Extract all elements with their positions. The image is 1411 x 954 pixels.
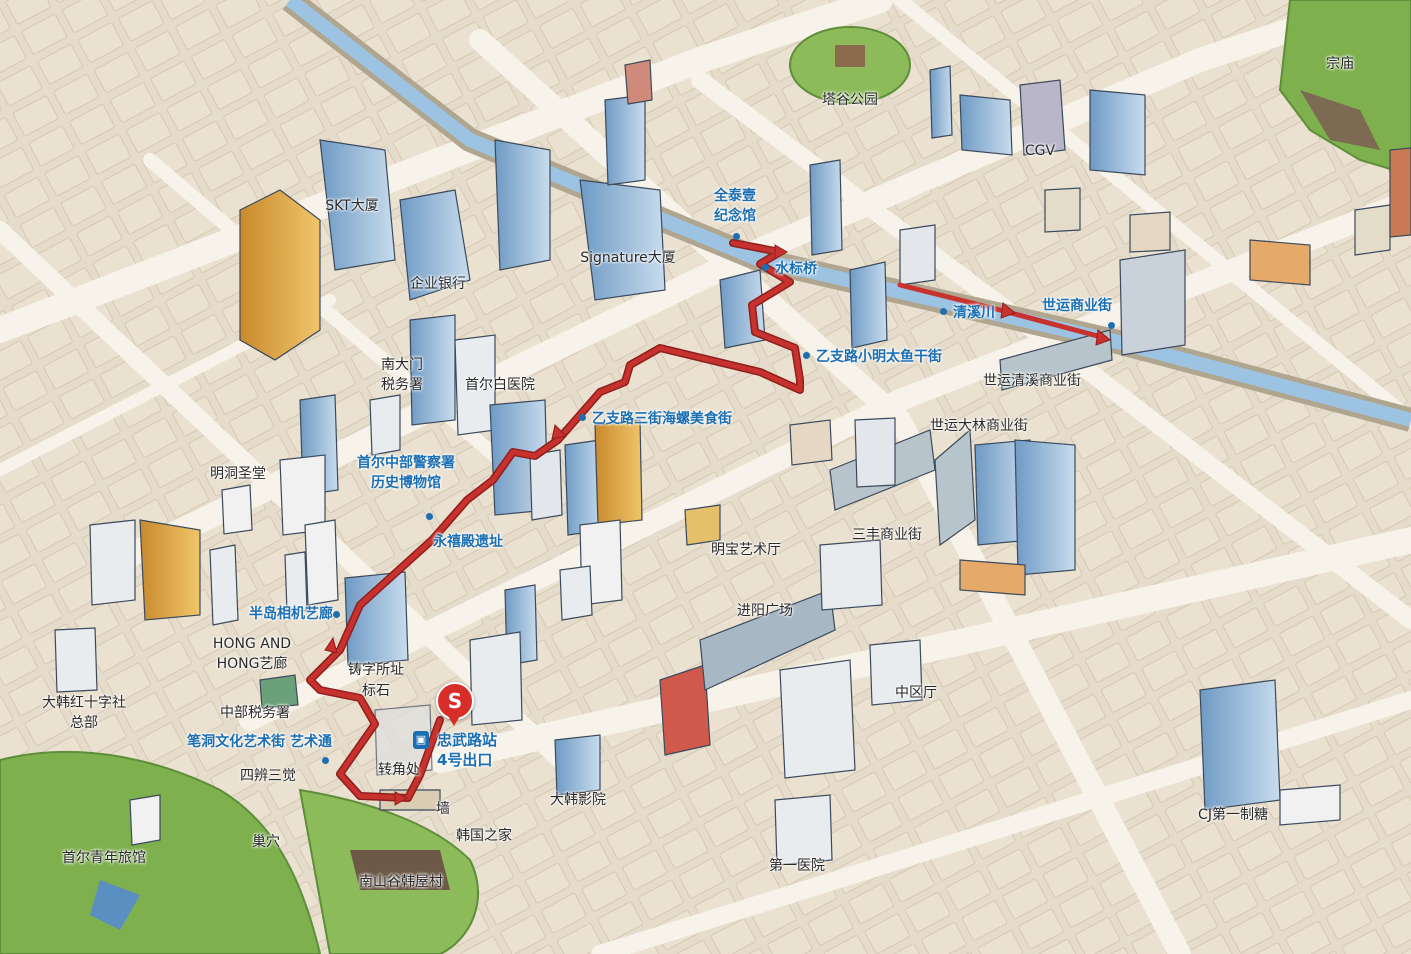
poi-cheonggyecheon[interactable]: 清溪川 bbox=[940, 305, 995, 322]
station-exit[interactable]: 4号出口 bbox=[437, 751, 493, 769]
subway-pin-icon bbox=[448, 716, 460, 726]
dot-icon bbox=[426, 513, 433, 520]
label-daehan-cinema: 大韩影院 bbox=[550, 792, 606, 808]
label-hong-and-hong-line2: HONG艺廊 bbox=[216, 656, 288, 672]
poi-whelk-alley[interactable]: 乙支路三街海螺美食街 bbox=[579, 411, 732, 428]
label-signature-tower: Signature大厦 bbox=[580, 250, 676, 266]
label-cgv: CGV bbox=[1024, 143, 1056, 159]
label-ibk: 企业银行 bbox=[410, 276, 466, 292]
label-sewoon-cheonggye: 世运清溪商业街 bbox=[983, 373, 1081, 389]
label-sabyeon-samgak: 四辨三觉 bbox=[240, 768, 296, 784]
dot-icon bbox=[333, 611, 340, 618]
poi-supyogyo[interactable]: 水标桥 bbox=[762, 261, 817, 278]
poi-jeon-taeil-dot bbox=[733, 233, 746, 251]
label-type-foundry-line2: 标石 bbox=[362, 683, 390, 699]
dot-icon bbox=[803, 352, 810, 359]
poi-pollack-alley-text: 乙支路小明太鱼干街 bbox=[816, 349, 942, 365]
namsan-forest bbox=[0, 751, 322, 954]
label-jongmyo: 宗庙 bbox=[1326, 56, 1354, 72]
buildings bbox=[54, 59, 1411, 866]
poi-yeonghuijeon[interactable]: 永禧殿遗址 bbox=[433, 534, 503, 550]
poi-cheonggyecheon-text: 清溪川 bbox=[953, 305, 995, 321]
poi-jeon-taeil-line2[interactable]: 纪念馆 bbox=[714, 208, 756, 224]
youth-hostel-building bbox=[90, 880, 140, 930]
walking-route bbox=[307, 240, 803, 801]
label-namdaemun-tax-line1: 南大门 bbox=[381, 357, 423, 373]
label-nest: 巢穴 bbox=[252, 834, 280, 850]
poi-police-museum-line2[interactable]: 历史博物馆 bbox=[371, 475, 441, 491]
label-sampoong: 三丰商业街 bbox=[852, 527, 922, 543]
label-namsangol: 南山谷韩屋村 bbox=[359, 874, 443, 890]
poi-pollack-alley[interactable]: 乙支路小明太鱼干街 bbox=[803, 349, 942, 366]
label-red-cross-line1: 大韩红十字社 bbox=[42, 695, 126, 711]
dot-icon bbox=[322, 757, 329, 764]
dot-icon bbox=[1108, 322, 1115, 329]
tapgol-pavilion bbox=[835, 45, 865, 67]
station-name[interactable]: 忠武路站 bbox=[437, 731, 498, 749]
poi-bando-camera-dot bbox=[333, 611, 346, 629]
poi-sewoon-arcade[interactable]: 世运商业街 bbox=[1042, 298, 1112, 314]
label-type-foundry-line1: 铸字所址 bbox=[348, 662, 404, 678]
label-skt-tower: SKT大厦 bbox=[325, 198, 379, 214]
dot-icon bbox=[940, 308, 947, 315]
jongmyo-forest bbox=[1278, 0, 1411, 177]
walking-route-stream bbox=[897, 282, 1108, 341]
poi-jeon-taeil-line1[interactable]: 全泰壹 bbox=[714, 188, 756, 204]
label-corner: 转角处 bbox=[378, 762, 420, 778]
dot-icon bbox=[733, 233, 740, 240]
poi-sewoon-arcade-dot bbox=[1108, 322, 1121, 340]
route-arrows bbox=[324, 244, 1111, 806]
label-namdaemun-tax-line2: 税务署 bbox=[381, 377, 423, 393]
label-seoul-youth-hostel: 首尔青年旅馆 bbox=[62, 850, 146, 866]
poi-whelk-alley-text: 乙支路三街海螺美食街 bbox=[592, 411, 732, 427]
metro-icon: ▣ bbox=[413, 731, 429, 749]
hanok-roofs bbox=[350, 850, 450, 890]
subway-start-badge[interactable]: S bbox=[436, 682, 474, 720]
label-cj-sugar: CJ第一制糖 bbox=[1198, 807, 1268, 823]
label-tapgol-park: 塔谷公园 bbox=[822, 92, 878, 108]
label-cheil-hospital: 第一医院 bbox=[769, 858, 825, 874]
dot-icon bbox=[762, 264, 769, 271]
dot-icon bbox=[579, 414, 586, 421]
label-jinyang-plaza: 进阳广场 bbox=[737, 603, 793, 619]
jongmyo-shrine bbox=[1300, 90, 1380, 150]
label-hong-and-hong-line1: HONG AND bbox=[212, 636, 292, 652]
poi-pildong-art-street[interactable]: 笔洞文化艺术街 艺术通 bbox=[187, 734, 332, 750]
label-wall: 墙 bbox=[436, 801, 450, 817]
poi-bando-camera[interactable]: 半岛相机艺廊 bbox=[249, 606, 333, 622]
label-myeongbo-art: 明宝艺术厅 bbox=[711, 542, 781, 558]
label-sewoon-daelim: 世运大林商业街 bbox=[930, 418, 1028, 434]
poi-pildong-dot bbox=[322, 757, 335, 775]
poi-police-museum-line1[interactable]: 首尔中部警察署 bbox=[357, 455, 455, 471]
poi-yeonghuijeon-dot bbox=[426, 513, 439, 531]
label-red-cross-line2: 总部 bbox=[70, 715, 98, 731]
label-korea-house: 韩国之家 bbox=[456, 828, 512, 844]
label-paik-hospital: 首尔白医院 bbox=[465, 377, 535, 393]
label-junggu-office: 中区厅 bbox=[895, 685, 937, 701]
label-jungbu-tax: 中部税务署 bbox=[220, 705, 290, 721]
label-myeongdong-cathedral: 明洞圣堂 bbox=[210, 466, 266, 482]
poi-supyogyo-text: 水标桥 bbox=[775, 261, 817, 277]
